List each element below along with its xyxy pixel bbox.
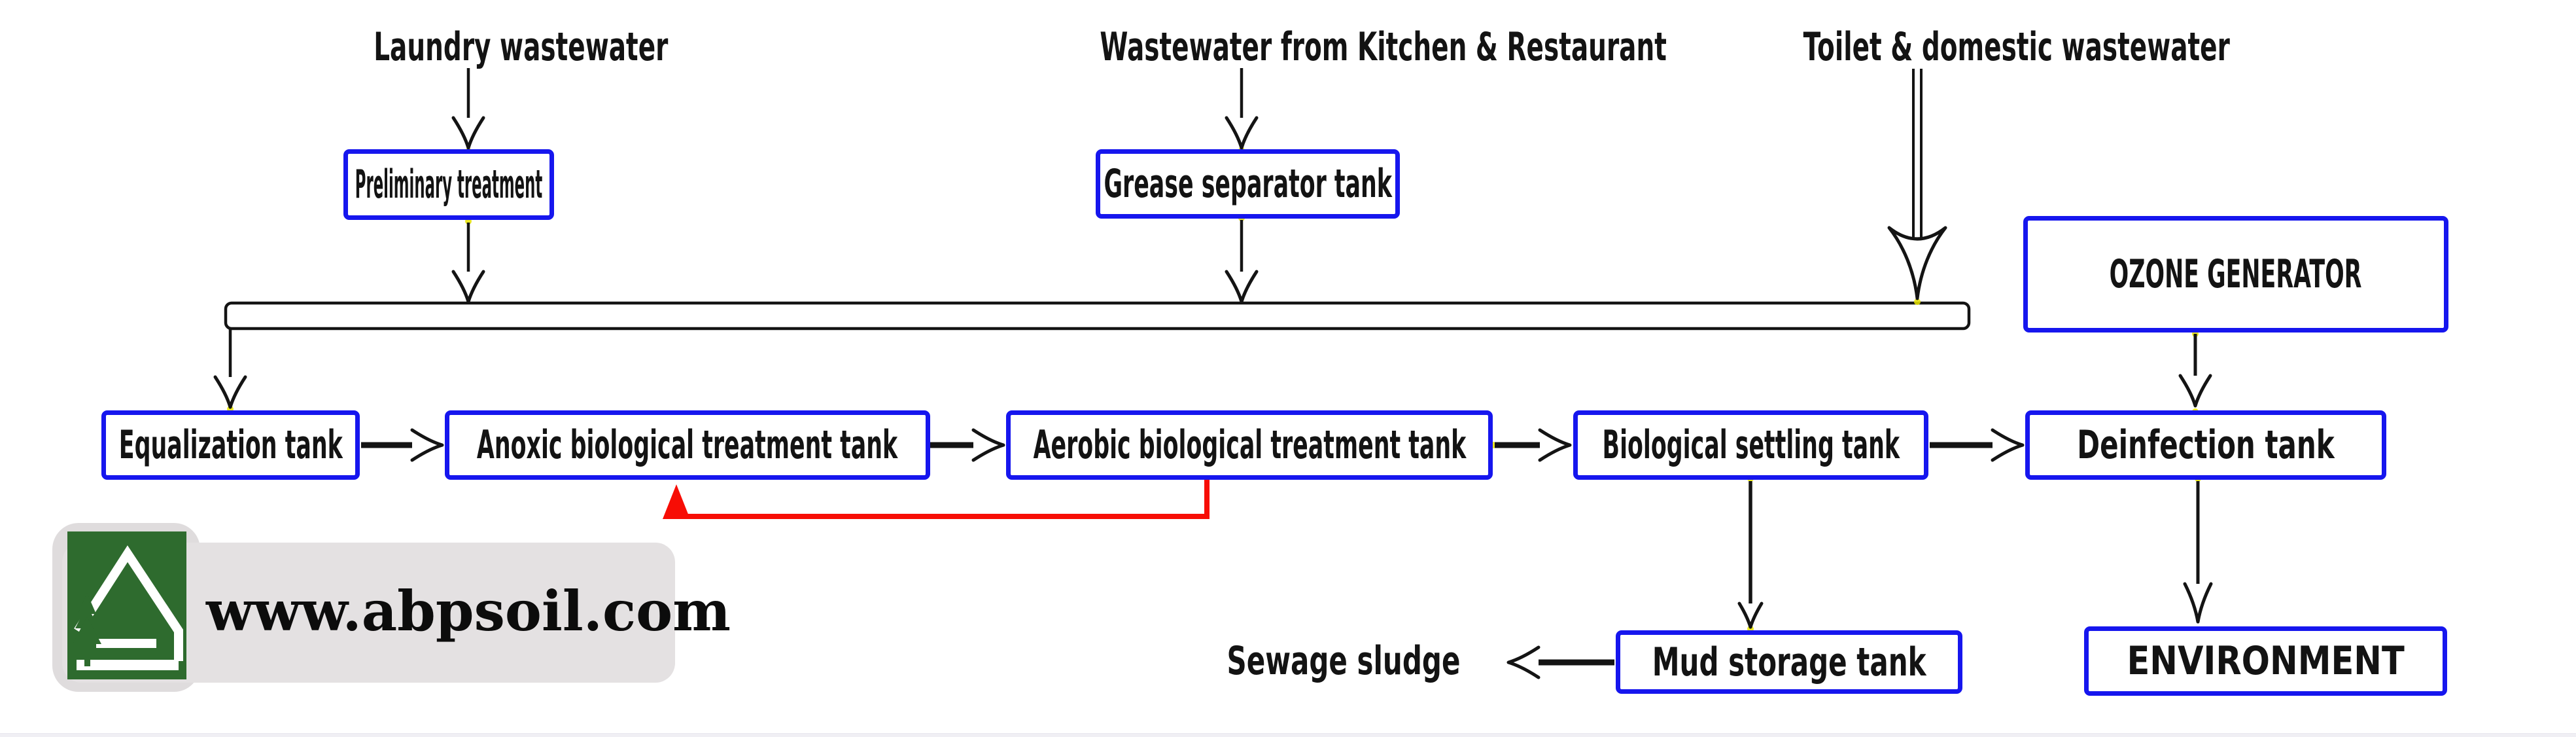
node-aerobic-label: Aerobic biological treatment tank (1033, 422, 1466, 468)
node-anoxic-label: Anoxic biological treatment tank (477, 422, 898, 468)
label-toilet-wastewater: Toilet & domestic wastewater (1688, 27, 2230, 67)
arrow-aerobic-to-settling (1495, 428, 1572, 462)
arrow-collector-to-equalization (213, 329, 247, 409)
arrow-equalization-to-anoxic (361, 428, 444, 462)
node-ozone-generator: OZONE GENERATOR (2023, 216, 2448, 333)
node-anoxic-treatment-tank: Anoxic biological treatment tank (445, 410, 930, 480)
arrow-settling-to-mud (1737, 481, 1764, 629)
label-toilet-text: Toilet & domestic wastewater (1803, 24, 2230, 70)
node-deinfection-tank: Deinfection tank (2025, 410, 2386, 480)
arrow-anoxic-to-aerobic (930, 428, 1005, 462)
arrow-ozone-to-deinfection (2178, 334, 2212, 408)
arrow-kitchen-to-grease (1225, 68, 1259, 150)
node-grease-separator-tank: Grease separator tank (1096, 149, 1400, 219)
node-environment-label: ENVIRONMENT (2127, 638, 2405, 684)
label-laundry-text: Laundry wastewater (374, 24, 669, 70)
arrow-grease-to-collector (1225, 220, 1259, 304)
node-ozone-label: OZONE GENERATOR (2110, 251, 2362, 297)
label-laundry-wastewater: Laundry wastewater (294, 27, 687, 67)
node-deinfection-label: Deinfection tank (2077, 422, 2335, 468)
node-preliminary-label: Preliminary treatment (355, 162, 543, 207)
collector-bar (224, 301, 1971, 331)
node-equalization-label: Equalization tank (118, 422, 343, 468)
arrow-toilet-to-collector (1887, 69, 1947, 300)
label-sludge-text: Sewage sludge (1227, 638, 1461, 684)
node-environment: ENVIRONMENT (2084, 626, 2447, 696)
node-equalization-tank: Equalization tank (101, 410, 360, 480)
node-preliminary-treatment: Preliminary treatment (343, 149, 554, 220)
node-biological-settling-tank: Biological settling tank (1573, 410, 1928, 480)
arrow-settling-to-deinfection (1930, 428, 2025, 462)
arrow-laundry-to-preliminary (451, 68, 485, 150)
pine-tree-icon (73, 593, 101, 666)
arrow-deinfection-to-environment (2183, 481, 2213, 624)
label-kitchen-wastewater: Wastewater from Kitchen & Restaurant (947, 27, 1667, 67)
website-url: www.abpsoil.com (206, 579, 731, 643)
label-sewage-sludge: Sewage sludge (1147, 641, 1540, 681)
node-grease-label: Grease separator tank (1104, 161, 1392, 207)
bottom-edge-strip (0, 733, 2576, 737)
node-mud-storage-tank: Mud storage tank (1616, 630, 1962, 694)
node-aerobic-treatment-tank: Aerobic biological treatment tank (1006, 410, 1493, 480)
node-settling-label: Biological settling tank (1602, 422, 1900, 468)
node-mud-label: Mud storage tank (1652, 639, 1926, 685)
label-kitchen-text: Wastewater from Kitchen & Restaurant (1100, 24, 1667, 70)
arrow-preliminary-to-collector (451, 223, 485, 304)
abpsoil-logo-icon (67, 531, 186, 679)
arrow-recycle-aerobic-to-anoxic (663, 480, 1210, 519)
